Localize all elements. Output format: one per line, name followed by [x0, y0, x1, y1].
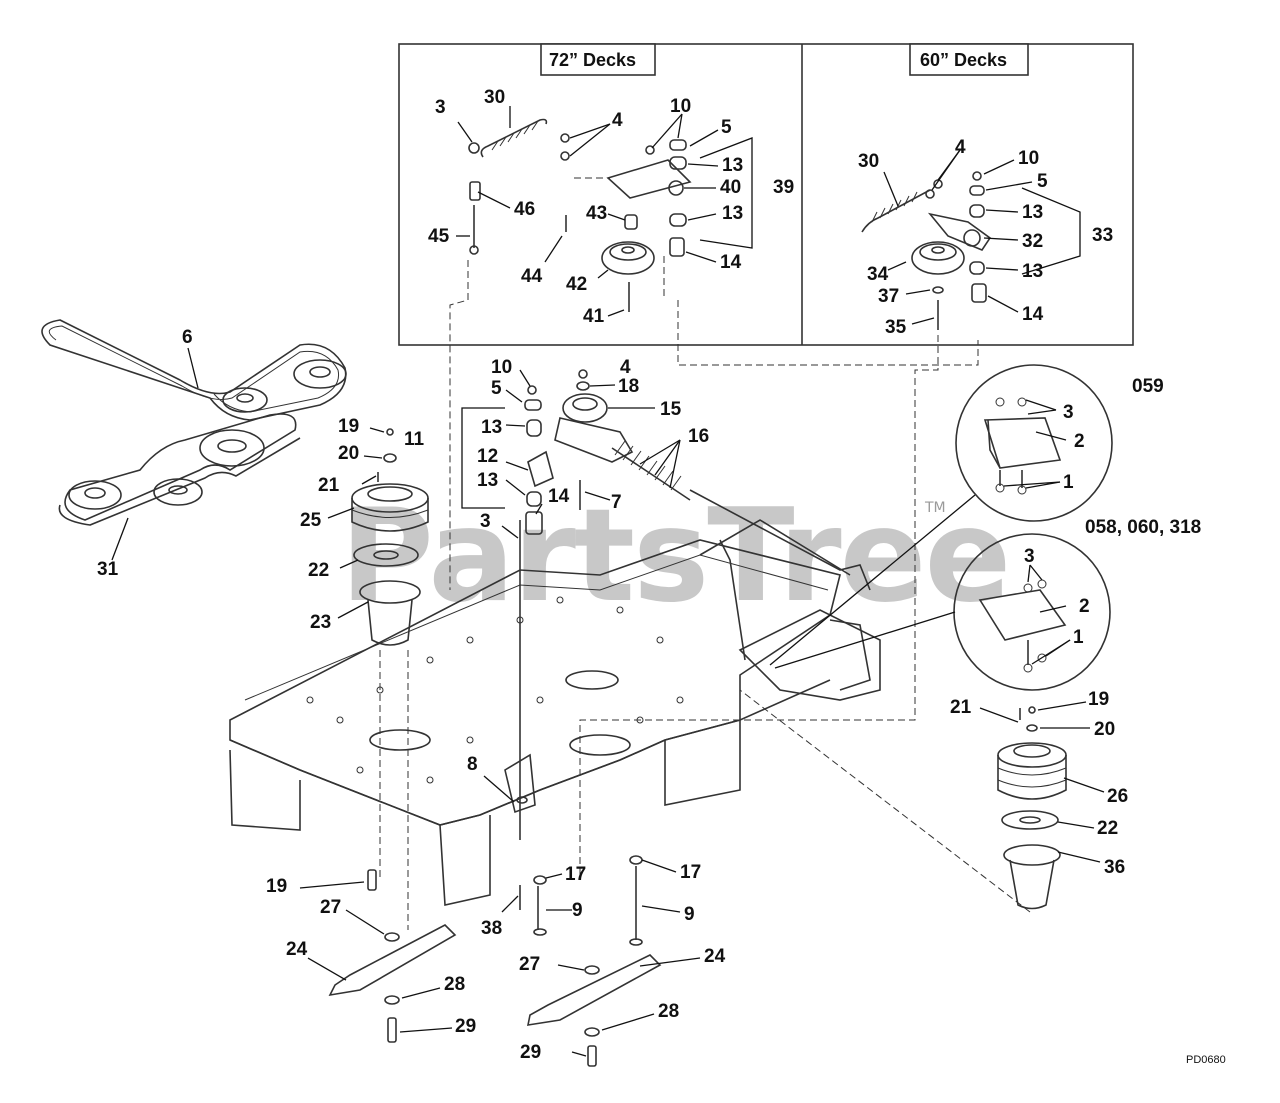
callout-2: 2	[1074, 431, 1085, 452]
callout-37: 37	[878, 286, 899, 307]
spindle-right	[739, 689, 1067, 913]
callout-labels: 3 30 4 10 5 13 40 39 46 43 13 45 14 44 4…	[97, 87, 1128, 1063]
callout-3: 3	[1024, 546, 1035, 567]
inset-title-60: 60” Decks	[920, 50, 1007, 70]
callout-21: 21	[318, 475, 340, 496]
center-idler-parts	[461, 369, 871, 591]
callout-18: 18	[618, 376, 639, 397]
callout-28: 28	[444, 974, 465, 995]
callout-35: 35	[885, 317, 907, 338]
callout-30: 30	[484, 87, 505, 108]
callout-20: 20	[1094, 719, 1115, 740]
callout-13: 13	[481, 417, 502, 438]
callout-8: 8	[467, 754, 478, 775]
callout-30: 30	[858, 151, 879, 172]
callout-16: 16	[688, 426, 709, 447]
callout-3: 3	[1063, 402, 1074, 423]
callout-4: 4	[955, 137, 966, 158]
callout-10: 10	[1018, 148, 1039, 169]
inset-title-72: 72” Decks	[549, 50, 636, 70]
callout-24: 24	[286, 939, 308, 960]
callout-13: 13	[722, 203, 743, 224]
callout-27: 27	[320, 897, 341, 918]
callout-11: 11	[404, 429, 425, 450]
callout-17: 17	[565, 864, 586, 885]
callout-29: 29	[520, 1042, 541, 1063]
detail-circle-058-060-318	[774, 533, 1111, 691]
callout-46: 46	[514, 199, 535, 220]
callout-4: 4	[612, 110, 623, 131]
callout-15: 15	[660, 399, 682, 420]
callout-23: 23	[310, 612, 331, 633]
model-code-059: 059	[1132, 376, 1164, 397]
spindle-left	[351, 428, 429, 930]
inset-box: 72” Decks 60” Decks	[398, 43, 1134, 346]
callout-39: 39	[773, 177, 794, 198]
callout-27: 27	[519, 954, 540, 975]
callout-42: 42	[566, 274, 587, 295]
callout-29: 29	[455, 1016, 476, 1037]
blade-left	[328, 869, 457, 1043]
watermark-text: PartsTree	[340, 482, 1009, 631]
drawing-number: PD0680	[1186, 1054, 1226, 1066]
idler-assembly-72	[449, 118, 979, 590]
model-code-058-060-318: 058, 060, 318	[1085, 517, 1201, 538]
callout-12: 12	[477, 446, 498, 467]
callout-45: 45	[428, 226, 450, 247]
callout-5: 5	[1037, 171, 1048, 192]
callout-14: 14	[1022, 304, 1044, 325]
callout-13: 13	[722, 155, 743, 176]
callout-22: 22	[308, 560, 329, 581]
callout-5: 5	[721, 117, 732, 138]
mower-deck	[229, 519, 881, 906]
callout-19: 19	[1088, 689, 1109, 710]
callout-32: 32	[1022, 231, 1043, 252]
callout-1: 1	[1063, 472, 1074, 493]
callout-3: 3	[480, 511, 491, 532]
callout-3: 3	[435, 97, 446, 118]
callout-24: 24	[704, 946, 726, 967]
callout-17: 17	[680, 862, 701, 883]
callout-13: 13	[1022, 261, 1043, 282]
watermark-trademark: TM	[924, 500, 946, 516]
callout-25: 25	[300, 510, 322, 531]
callout-6: 6	[182, 327, 193, 348]
leader-lines	[111, 106, 1105, 1057]
callout-44: 44	[521, 266, 543, 287]
callout-9: 9	[684, 904, 695, 925]
belt-drive-6-31	[41, 319, 347, 526]
callout-5: 5	[491, 378, 502, 399]
callout-36: 36	[1104, 857, 1125, 878]
callout-40: 40	[720, 177, 741, 198]
callout-14: 14	[548, 486, 570, 507]
callout-19: 19	[338, 416, 359, 437]
callout-28: 28	[658, 1001, 679, 1022]
callout-10: 10	[491, 357, 512, 378]
callout-2: 2	[1079, 596, 1090, 617]
callout-9: 9	[572, 900, 583, 921]
callout-34: 34	[867, 264, 889, 285]
callout-13: 13	[1022, 202, 1043, 223]
callout-43: 43	[586, 203, 607, 224]
callout-22: 22	[1097, 818, 1118, 839]
callout-31: 31	[97, 559, 119, 580]
callout-14: 14	[720, 252, 742, 273]
callout-10: 10	[670, 96, 691, 117]
callout-13: 13	[477, 470, 498, 491]
detail-circle-059	[769, 364, 1113, 666]
callout-33: 33	[1092, 225, 1113, 246]
callout-41: 41	[583, 306, 605, 327]
callout-20: 20	[338, 443, 359, 464]
callout-19: 19	[266, 876, 287, 897]
callout-21: 21	[950, 697, 972, 718]
callout-1: 1	[1073, 627, 1084, 648]
callout-26: 26	[1107, 786, 1128, 807]
callout-7: 7	[611, 492, 622, 513]
callout-4: 4	[620, 357, 631, 378]
callout-38: 38	[481, 918, 502, 939]
